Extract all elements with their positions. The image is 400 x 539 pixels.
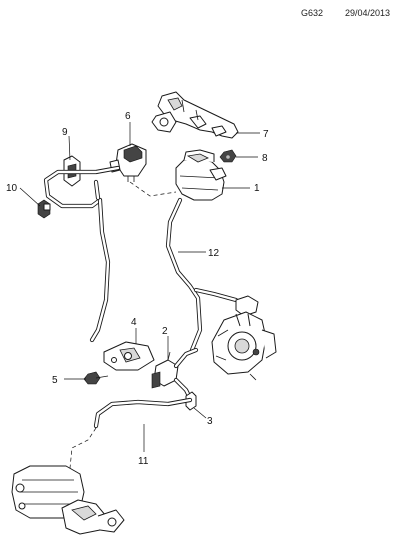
leader-lines — [19, 122, 260, 452]
part-6-solenoid-valve — [109, 143, 147, 182]
part-12-hose — [165, 197, 239, 353]
upper-hose-loop — [43, 165, 121, 343]
callout-9: 9 — [62, 127, 68, 138]
callout-3: 3 — [207, 416, 213, 427]
part-1-vacuum-solenoid — [175, 149, 227, 201]
part-7-bracket — [151, 91, 239, 139]
part-10-small-clip — [37, 199, 51, 219]
part-11-hose — [93, 397, 193, 429]
part-8-nut — [219, 149, 237, 163]
diagram-date: 29/04/2013 — [345, 8, 390, 18]
callout-7: 7 — [263, 129, 269, 140]
callout-4: 4 — [131, 317, 137, 328]
callout-6: 6 — [125, 111, 131, 122]
vacuum-pump — [211, 295, 277, 381]
callout-12: 12 — [208, 248, 220, 259]
dashed-link-lower — [69, 427, 97, 469]
diagram-code: G632 — [301, 8, 323, 18]
egr-cooler — [11, 465, 125, 535]
callout-10: 10 — [6, 183, 18, 194]
part-4-bracket — [103, 341, 155, 371]
part-5-bolt — [83, 371, 109, 385]
callout-5: 5 — [52, 375, 58, 386]
valve-to-pump-hose — [173, 347, 199, 401]
callout-1: 1 — [254, 183, 260, 194]
callout-labels: 1 2 3 4 5 6 7 8 9 10 12 11 — [6, 111, 269, 467]
callout-2: 2 — [162, 326, 168, 337]
part-2-valve — [151, 351, 179, 389]
callout-8: 8 — [262, 153, 268, 164]
dashed-link-upper — [129, 181, 177, 197]
callout-11: 11 — [138, 456, 149, 467]
